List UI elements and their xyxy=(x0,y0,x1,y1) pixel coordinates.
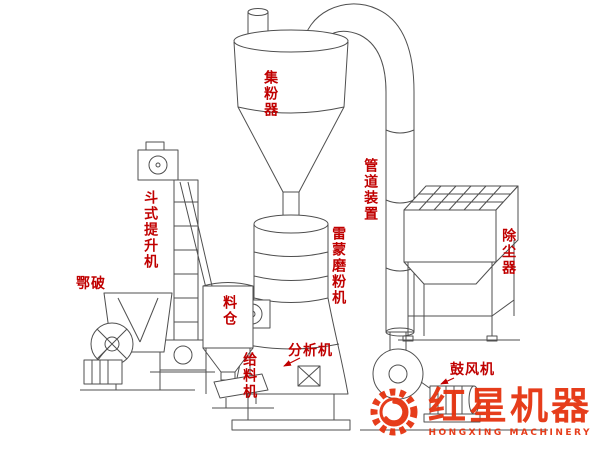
feeder-drawing xyxy=(213,371,269,408)
label-feeder: 给料机 xyxy=(241,352,258,400)
brand-text-block: 红星机器 HONGXING MACHINERY xyxy=(428,387,592,438)
brand-name-en: HONGXING MACHINERY xyxy=(428,427,592,438)
hopper-drawing xyxy=(202,282,254,394)
bucket-elevator-drawing xyxy=(137,141,213,371)
label-analyzer: 分析机 xyxy=(288,343,333,359)
label-jaw-crusher: 鄂破 xyxy=(76,276,106,292)
label-dust-collector: 除尘器 xyxy=(500,228,517,276)
label-hopper: 料仓 xyxy=(221,295,238,327)
gear-logo-icon xyxy=(370,388,418,436)
jaw-crusher-drawing xyxy=(83,292,173,390)
label-raymond-mill: 雷蒙磨粉机 xyxy=(330,226,347,306)
label-blower: 鼓风机 xyxy=(450,362,495,378)
leader-arrows xyxy=(283,357,455,385)
dust-collector-drawing xyxy=(402,185,519,342)
brand-logo: 红星机器 HONGXING MACHINERY xyxy=(368,386,592,438)
cyclone-collector-drawing xyxy=(233,8,349,223)
blower-drawing xyxy=(372,332,481,423)
label-bucket-elevator: 斗式提升机 xyxy=(142,190,159,270)
label-pipeline-device: 管道装置 xyxy=(362,158,379,222)
ground-lines xyxy=(80,339,548,431)
brand-name: 红星机器 xyxy=(427,383,592,428)
label-powder-collector: 集粉器 xyxy=(262,70,279,118)
